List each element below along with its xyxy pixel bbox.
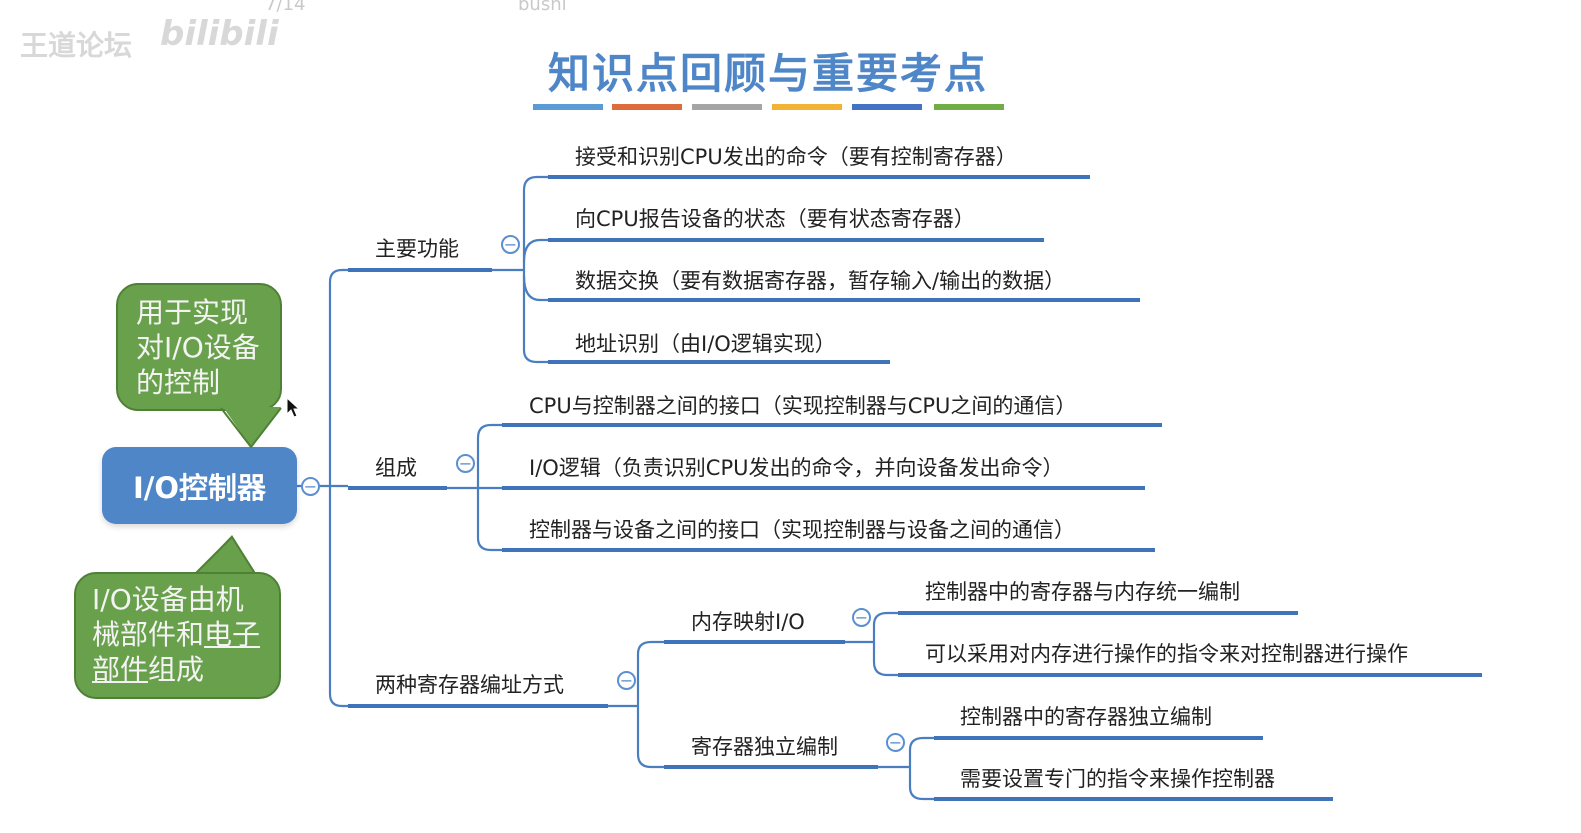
page-title: 知识点回顾与重要考点: [548, 49, 989, 98]
main-function-item-1[interactable]: 接受和识别CPU发出的命令（要有控制寄存器）: [575, 145, 1017, 169]
root-node-label: I/O控制器: [132, 470, 267, 505]
independent-item-1[interactable]: 控制器中的寄存器独立编制: [960, 705, 1212, 729]
main-function-item-3[interactable]: 数据交换（要有数据寄存器，暂存输入/输出的数据）: [575, 269, 1066, 293]
title-bar-2: [612, 104, 682, 110]
branch-composition-label[interactable]: 组成: [375, 456, 417, 480]
title-bar-1: [533, 104, 603, 110]
independent-item-2[interactable]: 需要设置专门的指令来操作控制器: [960, 767, 1275, 791]
callout-top-text: 用于实现对I/O设备的控制: [136, 296, 260, 399]
title-bar-5: [852, 104, 922, 110]
root-node[interactable]: I/O控制器: [102, 447, 297, 524]
connector-to-addressing: [328, 486, 348, 708]
collapse-minus-icon[interactable]: −: [301, 477, 320, 496]
title-bar-3: [692, 104, 762, 110]
collapse-minus-icon[interactable]: −: [501, 235, 520, 254]
branch-main-function-label[interactable]: 主要功能: [375, 237, 459, 261]
title-bar-6: [934, 104, 1004, 110]
title-bar-4: [772, 104, 842, 110]
addressing-memory-mapped-label[interactable]: 内存映射I/O: [691, 610, 805, 634]
watermark-page-fragment: 7/14: [265, 0, 306, 15]
collapse-minus-icon[interactable]: −: [886, 733, 905, 752]
callout-bottom: I/O设备由机械部件和电子部件组成: [74, 572, 281, 699]
memory-mapped-item-1[interactable]: 控制器中的寄存器与内存统一编制: [925, 580, 1240, 604]
collapse-minus-icon[interactable]: −: [617, 671, 636, 690]
composition-item-1[interactable]: CPU与控制器之间的接口（实现控制器与CPU之间的通信）: [529, 394, 1077, 418]
mouse-cursor-icon: [286, 397, 300, 418]
callout-bottom-text-underlined: 电子部件: [92, 618, 261, 686]
composition-item-3[interactable]: 控制器与设备之间的接口（实现控制器与设备之间的通信）: [529, 518, 1075, 542]
main-function-item-4[interactable]: 地址识别（由I/O逻辑实现）: [575, 332, 836, 356]
connector-to-main-function: [328, 268, 348, 486]
callout-top-tail: [220, 407, 282, 449]
composition-item-2[interactable]: I/O逻辑（负责识别CPU发出的命令，并向设备发出命令）: [529, 456, 1064, 480]
addressing-independent-label[interactable]: 寄存器独立编制: [691, 735, 838, 759]
callout-bottom-text-before: I/O设备由机械部件和: [92, 583, 244, 651]
main-function-item-2[interactable]: 向CPU报告设备的状态（要有状态寄存器）: [575, 207, 975, 231]
memory-mapped-item-2[interactable]: 可以采用对内存进行操作的指令来对控制器进行操作: [925, 642, 1408, 666]
watermark-brand: bilibili: [160, 14, 279, 54]
callout-bottom-text-after: 组成: [148, 653, 205, 686]
branch-addressing-label[interactable]: 两种寄存器编址方式: [375, 673, 564, 697]
collapse-minus-icon[interactable]: −: [456, 454, 475, 473]
callout-top: 用于实现对I/O设备的控制: [116, 283, 282, 411]
callout-bottom-tail: [193, 535, 257, 575]
watermark-logo-text: 王道论坛: [20, 29, 133, 62]
collapse-minus-icon[interactable]: −: [852, 608, 871, 627]
watermark-author-fragment: bushi: [518, 0, 567, 15]
